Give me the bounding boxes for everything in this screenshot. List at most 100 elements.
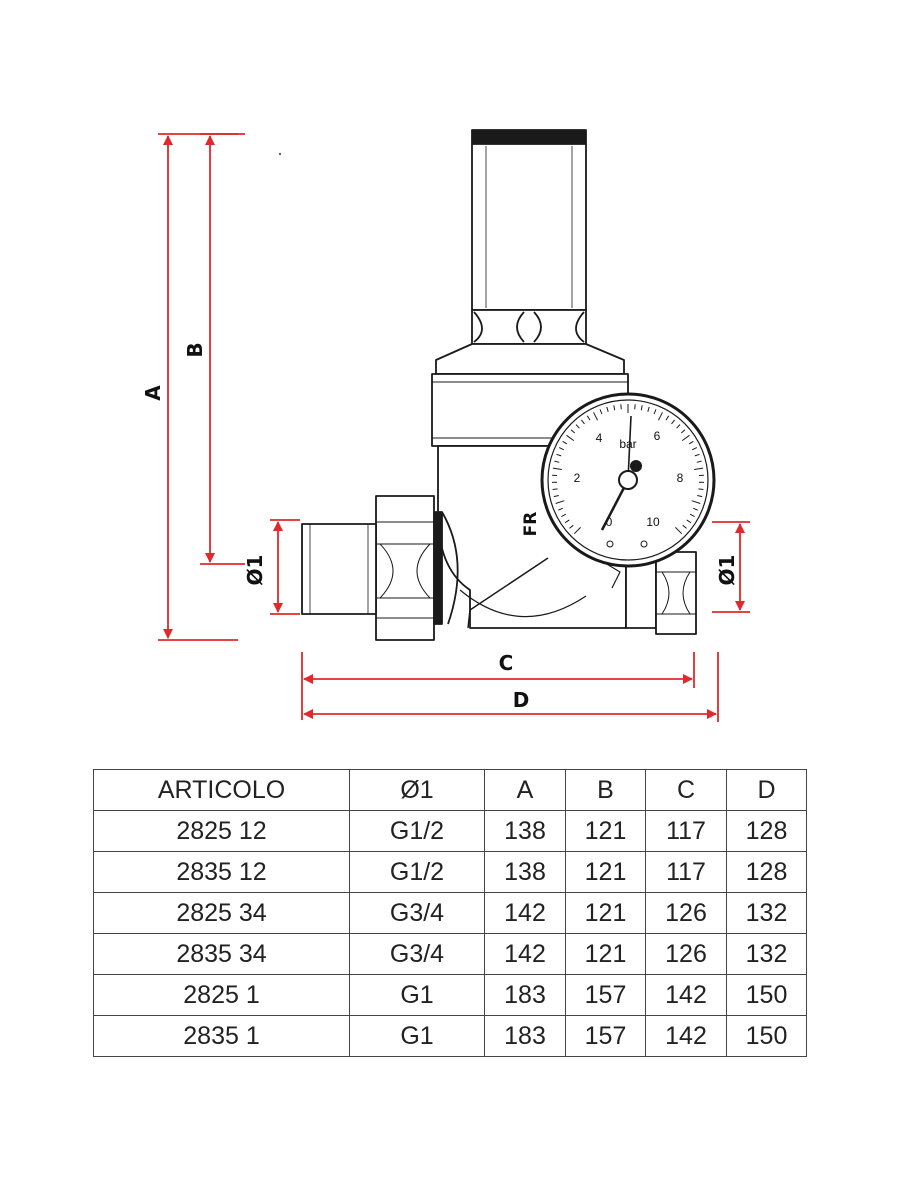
- gauge-tick: [558, 507, 564, 511]
- cell-d: 150: [726, 974, 807, 1016]
- gauge-tick: [586, 415, 591, 421]
- cell-d: 128: [726, 851, 807, 893]
- valve-technical-drawing: A B Ø1 Ø1 C D: [141, 129, 750, 722]
- gauge-tick: [694, 467, 704, 470]
- cell-b: 121: [565, 851, 646, 893]
- gauge-tick: [697, 495, 703, 498]
- gauge-tick: [688, 440, 694, 445]
- cell-diameter: G1: [349, 974, 485, 1016]
- cell-a: 183: [484, 1015, 566, 1057]
- gauge-tick: [620, 404, 622, 410]
- header-articolo: ARTICOLO: [93, 769, 350, 811]
- gauge-label-6: 6: [654, 429, 661, 443]
- gauge-tick: [680, 429, 686, 434]
- stray-dot: [278, 152, 282, 156]
- cap-hex-nut: [471, 309, 587, 345]
- cell-b: 157: [565, 974, 646, 1016]
- gauge-ticks: [551, 404, 705, 535]
- cell-a: 142: [484, 933, 566, 975]
- cell-a: 183: [484, 974, 566, 1016]
- gauge-tick: [640, 405, 643, 411]
- cell-diameter: G3/4: [349, 933, 485, 975]
- dimension-b-label: B: [183, 342, 207, 357]
- dimension-diameter-left: [270, 519, 300, 615]
- cell-diameter: G3/4: [349, 892, 485, 934]
- gauge-tick: [691, 500, 701, 504]
- pressure-gauge: 0 2 4 6 8 10 bar: [540, 392, 716, 568]
- gauge-tick: [681, 434, 690, 442]
- cell-articolo: 2835 34: [93, 933, 350, 975]
- gauge-tick: [682, 524, 687, 529]
- dimension-diameter-right: [712, 521, 750, 613]
- dimension-d: [303, 652, 719, 722]
- cell-articolo: 2835 1: [93, 1015, 350, 1057]
- gauge-tick: [691, 447, 698, 451]
- cell-articolo: 2825 34: [93, 892, 350, 934]
- cell-c: 142: [645, 974, 727, 1016]
- dimension-diameter-left-label: Ø1: [243, 555, 267, 586]
- cell-c: 142: [645, 1015, 727, 1057]
- table-row: 2835 1 G1 183 157 142 150: [93, 1015, 807, 1057]
- gauge-tick: [558, 447, 565, 451]
- cell-articolo: 2835 12: [93, 851, 350, 893]
- cell-b: 121: [565, 933, 646, 975]
- table-header-row: ARTICOLO Ø1 A B C D: [93, 769, 807, 811]
- gauge-tick: [696, 460, 702, 463]
- gauge-tick: [671, 419, 675, 425]
- gauge-stem: [467, 557, 549, 629]
- dimension-d-label: D: [513, 688, 530, 712]
- gauge-tick: [561, 513, 567, 518]
- gauge-tick: [657, 412, 663, 421]
- gauge-tick: [675, 527, 683, 535]
- dimension-a-label: A: [141, 385, 165, 401]
- dimension-diameter-right-label: Ø1: [715, 555, 739, 586]
- gauge-tick: [698, 488, 704, 490]
- header-a: A: [484, 769, 566, 811]
- table-row: 2825 1 G1 183 157 142 150: [93, 974, 807, 1016]
- cell-diameter: G1/2: [349, 810, 485, 852]
- table-row: 2835 34 G3/4 142 121 126 132: [93, 933, 807, 975]
- gauge-tick: [692, 507, 698, 511]
- gauge-label-8: 8: [677, 471, 684, 485]
- cell-b: 121: [565, 810, 646, 852]
- cell-c: 117: [645, 851, 727, 893]
- cell-c: 126: [645, 933, 727, 975]
- gauge-label-10: 10: [646, 515, 660, 529]
- cell-articolo: 2825 1: [93, 974, 350, 1016]
- gauge-tick: [634, 404, 636, 410]
- gauge-tick: [606, 406, 609, 412]
- gauge-label-2: 2: [574, 471, 581, 485]
- gauge-tick: [653, 409, 657, 415]
- gauge-tick: [665, 415, 670, 421]
- cell-diameter: G1: [349, 1015, 485, 1057]
- cell-a: 138: [484, 851, 566, 893]
- cell-a: 142: [484, 892, 566, 934]
- gauge-tick: [566, 434, 575, 442]
- gauge-tick: [562, 440, 568, 445]
- table-row: 2835 12 G1/2 138 121 117 128: [93, 851, 807, 893]
- outlet-fitting: [625, 551, 697, 635]
- gauge-tick: [556, 453, 562, 457]
- gauge-tick: [575, 424, 580, 429]
- cell-b: 157: [565, 1015, 646, 1057]
- gauge-unit: bar: [619, 437, 636, 451]
- cell-d: 150: [726, 1015, 807, 1057]
- gauge-tick: [569, 524, 574, 529]
- header-c: C: [645, 769, 727, 811]
- gauge-tick: [647, 406, 650, 412]
- gauge-tick: [593, 412, 599, 421]
- gauge-label-0: 0: [606, 515, 613, 529]
- gauge-tick: [553, 495, 559, 498]
- gauge-tick: [554, 460, 560, 463]
- gauge-tick: [599, 409, 603, 415]
- dimension-b: [200, 133, 245, 565]
- inlet-union-nut: [375, 495, 459, 641]
- gauge-tick: [570, 429, 576, 434]
- cell-d: 132: [726, 933, 807, 975]
- gauge-tick: [581, 419, 585, 425]
- gauge-tick: [613, 405, 616, 411]
- gauge-label-4: 4: [596, 431, 603, 445]
- header-diameter: Ø1: [349, 769, 485, 811]
- adjustment-cap: [471, 129, 587, 311]
